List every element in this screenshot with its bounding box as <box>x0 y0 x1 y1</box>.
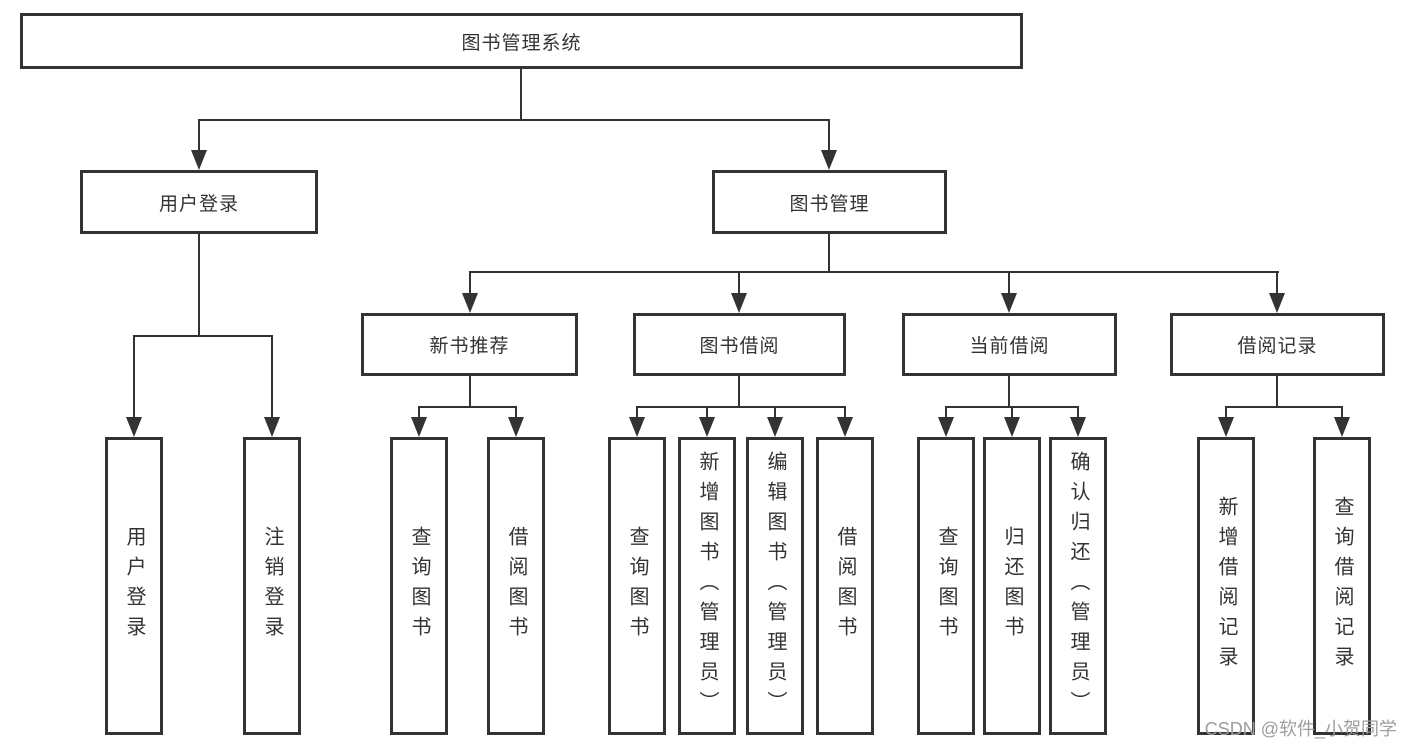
node-book-management: 图书管理 <box>712 170 947 234</box>
connector-vline <box>828 234 830 273</box>
leaf-add-borrow-record-label: 新增借阅记录 <box>1215 496 1237 676</box>
connector-arrow <box>1218 417 1234 437</box>
node-book-borrow: 图书借阅 <box>633 313 846 376</box>
leaf-add-books-admin-label: 新增图书（管理员） <box>696 451 718 721</box>
leaf-query-books-recommend-label: 查询图书 <box>408 526 430 646</box>
connector-vline <box>1341 406 1343 419</box>
connector-arrow <box>1070 417 1086 437</box>
connector-vline <box>469 271 471 296</box>
leaf-return-books-label: 归还图书 <box>1001 526 1023 646</box>
leaf-edit-books-admin-label: 编辑图书（管理员） <box>764 451 786 721</box>
node-book-borrow-label: 图书借阅 <box>699 336 780 357</box>
connector-arrow <box>126 417 142 437</box>
connector-vline <box>1276 376 1278 408</box>
leaf-confirm-return-admin-label: 确认归还（管理员） <box>1067 451 1089 721</box>
connector-vline <box>198 234 200 337</box>
connector-hline <box>418 406 517 408</box>
leaf-borrow-books-recommend-label: 借阅图书 <box>505 526 527 646</box>
connector-vline <box>828 119 830 153</box>
connector-arrow <box>837 417 853 437</box>
leaf-query-books-borrow-label: 查询图书 <box>626 526 648 646</box>
connector-arrow <box>1004 417 1020 437</box>
node-current-borrow-label: 当前借阅 <box>969 336 1050 357</box>
connector-arrow <box>731 293 747 313</box>
connector-vline <box>1008 271 1010 296</box>
connector-arrow <box>629 417 645 437</box>
leaf-logout: 注销登录 <box>243 437 301 735</box>
node-new-book-recommend-label: 新书推荐 <box>429 336 510 357</box>
connector-vline <box>1276 271 1278 296</box>
watermark: CSDN @软件_小贺同学 <box>1204 719 1397 739</box>
connector-vline <box>844 406 846 419</box>
node-new-book-recommend: 新书推荐 <box>361 313 578 376</box>
leaf-user-login-label: 用户登录 <box>123 526 145 646</box>
connector-vline <box>738 271 740 296</box>
connector-hline <box>469 271 1279 273</box>
connector-hline <box>133 335 273 337</box>
connector-vline <box>271 335 273 419</box>
connector-arrow <box>462 293 478 313</box>
connector-arrow <box>191 150 207 170</box>
leaf-add-books-admin: 新增图书（管理员） <box>678 437 736 735</box>
node-current-borrow: 当前借阅 <box>902 313 1117 376</box>
connector-vline <box>738 376 740 408</box>
connector-arrow <box>264 417 280 437</box>
node-library-system: 图书管理系统 <box>20 13 1023 69</box>
leaf-borrow-books-label: 借阅图书 <box>834 526 856 646</box>
connector-vline <box>520 69 522 120</box>
connector-arrow <box>1001 293 1017 313</box>
leaf-logout-label: 注销登录 <box>261 526 283 646</box>
connector-vline <box>469 376 471 408</box>
leaf-query-books-current-label: 查询图书 <box>935 526 957 646</box>
connector-arrow <box>821 150 837 170</box>
leaf-return-books: 归还图书 <box>983 437 1041 735</box>
connector-vline <box>636 406 638 419</box>
connector-arrow <box>1269 293 1285 313</box>
node-library-system-label: 图书管理系统 <box>461 32 582 54</box>
node-user-login: 用户登录 <box>80 170 318 234</box>
leaf-borrow-books-recommend: 借阅图书 <box>487 437 545 735</box>
leaf-confirm-return-admin: 确认归还（管理员） <box>1049 437 1107 735</box>
leaf-query-borrow-record-label: 查询借阅记录 <box>1331 496 1353 676</box>
connector-vline <box>1008 376 1010 408</box>
leaf-add-borrow-record: 新增借阅记录 <box>1197 437 1255 735</box>
leaf-query-borrow-record: 查询借阅记录 <box>1313 437 1371 735</box>
leaf-query-books-recommend: 查询图书 <box>390 437 448 735</box>
connector-arrow <box>767 417 783 437</box>
connector-vline <box>1077 406 1079 419</box>
connector-vline <box>1011 406 1013 419</box>
connector-hline <box>198 119 830 121</box>
connector-arrow <box>699 417 715 437</box>
node-book-management-label: 图书管理 <box>789 193 870 215</box>
connector-vline <box>198 119 200 153</box>
connector-arrow <box>938 417 954 437</box>
connector-vline <box>515 406 517 419</box>
connector-hline <box>636 406 846 408</box>
connector-vline <box>945 406 947 419</box>
leaf-borrow-books: 借阅图书 <box>816 437 874 735</box>
leaf-user-login: 用户登录 <box>105 437 163 735</box>
node-borrow-records-label: 借阅记录 <box>1237 336 1318 357</box>
leaf-edit-books-admin: 编辑图书（管理员） <box>746 437 804 735</box>
connector-arrow <box>411 417 427 437</box>
node-borrow-records: 借阅记录 <box>1170 313 1385 376</box>
connector-hline <box>1225 406 1343 408</box>
connector-vline <box>706 406 708 419</box>
connector-arrow <box>508 417 524 437</box>
connector-vline <box>774 406 776 419</box>
connector-arrow <box>1334 417 1350 437</box>
connector-vline <box>133 335 135 419</box>
leaf-query-books-current: 查询图书 <box>917 437 975 735</box>
connector-vline <box>418 406 420 419</box>
node-user-login-label: 用户登录 <box>158 193 239 215</box>
leaf-query-books-borrow: 查询图书 <box>608 437 666 735</box>
connector-vline <box>1225 406 1227 419</box>
